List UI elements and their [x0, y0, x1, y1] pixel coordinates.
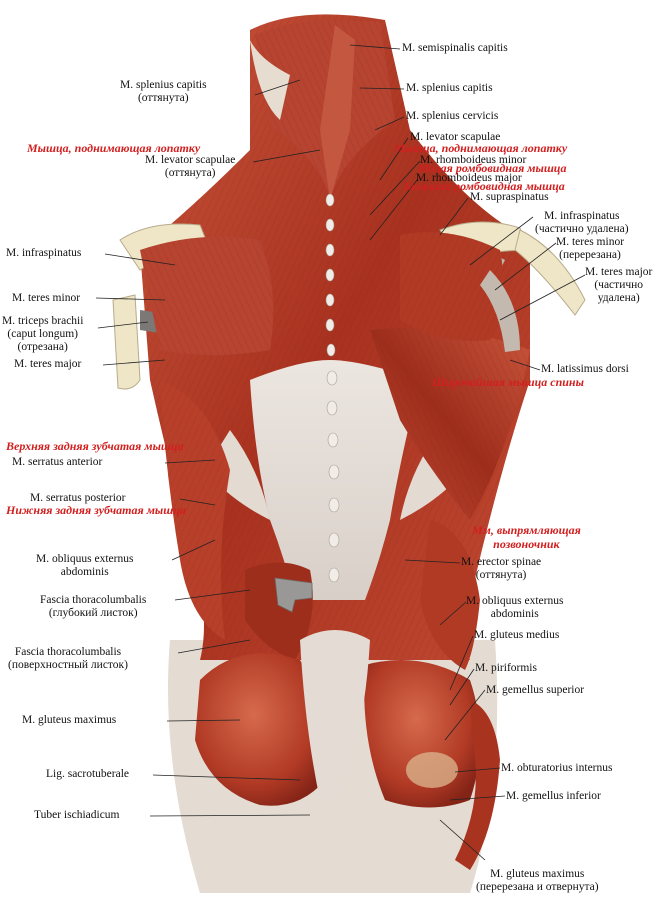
label-gluteus-medius: M. gluteus medius: [474, 629, 560, 641]
label-teres-minor-left: M. teres minor: [12, 292, 81, 304]
label-gluteus-maximus-left: M. gluteus maximus: [22, 714, 117, 726]
label-lig-sacrotuberale: Lig. sacrotuberale: [46, 768, 130, 780]
label-supraspinatus: M. supraspinatus: [470, 191, 549, 203]
label-obturatorius-internus: M. obturatorius internus: [501, 762, 613, 774]
label-latissimus-dorsi: M. latissimus dorsi: [541, 363, 629, 375]
label-rhomboideus-minor: M. rhomboideus minor: [420, 154, 527, 166]
left-scapular-muscles: [140, 236, 274, 355]
gluteus-maximus-left-shape: [195, 653, 326, 806]
label-levator-scapulae-right: M. levator scapulae: [410, 131, 501, 143]
right-flank: [420, 520, 480, 670]
label-erector-spinae: M. erector spinae(оттянута): [461, 556, 542, 581]
deep-window: [245, 562, 313, 660]
label-rhomboideus-major: M. rhomboideus major: [416, 172, 522, 184]
label-teres-major-left: M. teres major: [14, 358, 82, 370]
spinous-processes: [325, 193, 340, 583]
ru-label-rhomboid-major: Большая ромбовидная мышца: [404, 179, 565, 193]
ru-label-serratus-superior: Верхняя задняя зубчатая мышца: [6, 439, 184, 453]
label-infraspinatus-left: M. infraspinatus: [6, 247, 82, 259]
label-levator-scapulae-left: M. levator scapulae(оттянута): [145, 154, 236, 179]
label-splenius-capitis-right: M. splenius capitis: [406, 82, 493, 94]
label-infraspinatus-right: M. infraspinatus(частично удалена): [535, 210, 629, 235]
label-tuber-ischiadicum: Tuber ischiadicum: [34, 809, 120, 821]
neck-muscles: [250, 20, 395, 201]
ru-label-levator-left: Мышца, поднимающая лопатку: [27, 141, 201, 155]
label-gluteus-maximus-right: M. gluteus maximus(перерезана и отвернут…: [476, 868, 599, 893]
leader-lines: [95, 44, 586, 861]
label-splenius-capitis-left: M. splenius capitis(оттянута): [120, 79, 207, 104]
label-triceps-brachii: M. triceps brachii(caput longum)(отрезан…: [2, 315, 84, 353]
label-piriformis: M. piriformis: [475, 662, 537, 674]
ru-label-levator-right: Мышца, поднимающая лопатку: [394, 141, 568, 155]
label-gemellus-inferior: M. gemellus inferior: [506, 790, 601, 802]
gluteal-right-shape: [364, 660, 500, 870]
latissimus-dorsi-right: [370, 327, 530, 520]
label-fascia-deep: Fascia thoracolumbalis(глубокий листок): [40, 594, 147, 619]
left-flank: [160, 380, 230, 640]
ru-label-rhomboid-minor: Малая ромбовидная мышца: [418, 161, 567, 175]
label-serratus-anterior: M. serratus anterior: [12, 456, 103, 468]
label-gemellus-superior: M. gemellus superior: [486, 684, 585, 696]
ru-label-serratus-inferior: Нижняя задняя зубчатая мышца: [6, 503, 186, 517]
sacral-fascia: [300, 630, 370, 803]
label-teres-minor-right: M. teres minor(перерезана): [556, 236, 625, 261]
label-splenius-cervicis: M. splenius cervicis: [406, 110, 499, 122]
label-semispinalis-capitis: M. semispinalis capitis: [402, 42, 508, 54]
ru-label-latissimus: Широчайшая мышца спины: [432, 375, 584, 389]
label-fascia-superficial: Fascia thoracolumbalis(поверхностный лис…: [8, 646, 128, 671]
label-serratus-posterior: M. serratus posterior: [30, 492, 126, 504]
